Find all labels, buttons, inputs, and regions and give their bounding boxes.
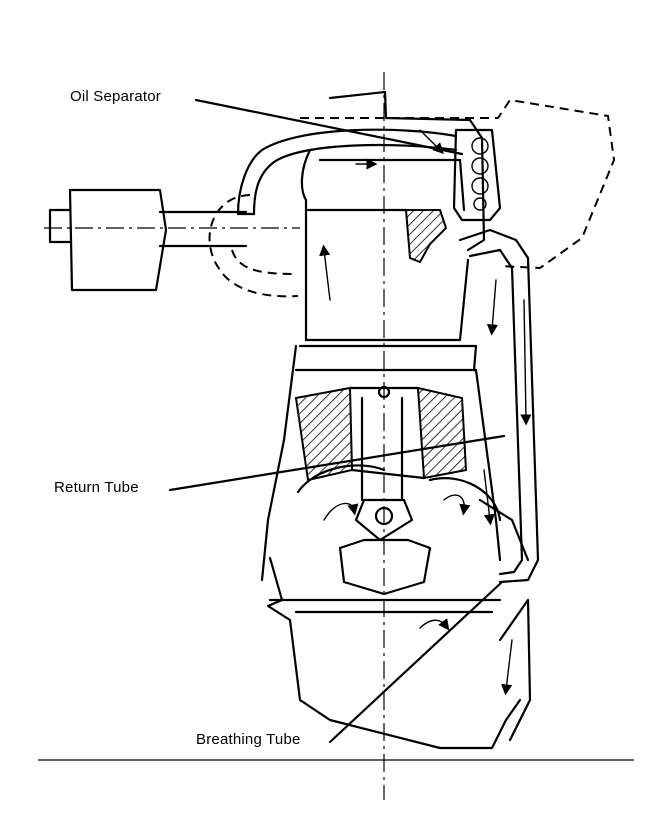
fuel-tank (48, 188, 248, 292)
breathing-tube-leader (328, 580, 504, 744)
return-tube (458, 228, 540, 584)
air-cleaner-housing (208, 98, 616, 298)
leader-lines (168, 98, 506, 744)
oil-separator-leader (194, 98, 464, 156)
piston (294, 385, 468, 542)
breathing-tube-label: Breathing Tube (196, 731, 301, 748)
engine-block (260, 90, 502, 582)
oil-flow-arrows (319, 129, 532, 696)
return-tube-leader (168, 434, 506, 492)
return-tube-label: Return Tube (54, 479, 139, 496)
oil-pan (266, 498, 532, 750)
oil-separator (236, 128, 502, 222)
crankshaft (296, 464, 502, 596)
oil-separator-label: Oil Separator (70, 88, 161, 105)
